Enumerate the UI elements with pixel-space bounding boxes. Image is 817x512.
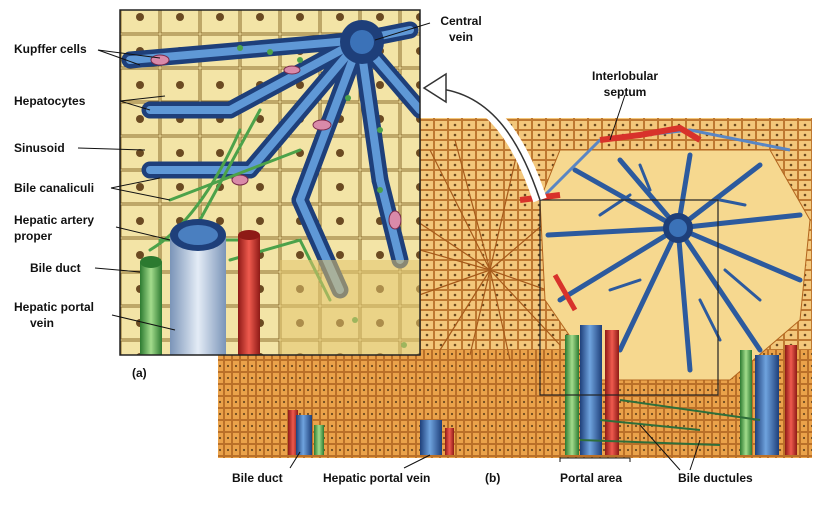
label-bile-duct-left: Bile duct: [30, 261, 81, 275]
label-bile-ductules: Bile ductules: [678, 471, 753, 485]
label-septum-line1: Interlobular: [580, 69, 670, 83]
label-panel-b: (b): [485, 471, 500, 485]
label-central-vein-line2: vein: [433, 30, 489, 44]
panel-a-magnified: [120, 10, 420, 355]
label-central-vein-line1: Central: [433, 14, 489, 28]
label-sinusoid: Sinusoid: [14, 141, 65, 155]
label-hepatic-artery-line2: proper: [14, 229, 52, 243]
label-panel-a: (a): [132, 366, 147, 380]
label-portal-vein-line2: vein: [30, 316, 54, 330]
label-portal-vein-line1: Hepatic portal: [14, 300, 94, 314]
label-septum-line2: septum: [580, 85, 670, 99]
label-portal-area: Portal area: [560, 471, 622, 485]
label-kupffer-cells: Kupffer cells: [14, 42, 87, 56]
label-bile-duct-bottom: Bile duct: [232, 471, 283, 485]
label-bile-canaliculi: Bile canaliculi: [14, 181, 94, 195]
label-hepatocytes: Hepatocytes: [14, 94, 85, 108]
label-hepatic-artery-line1: Hepatic artery: [14, 213, 94, 227]
label-portal-vein-bottom: Hepatic portal vein: [323, 471, 430, 485]
